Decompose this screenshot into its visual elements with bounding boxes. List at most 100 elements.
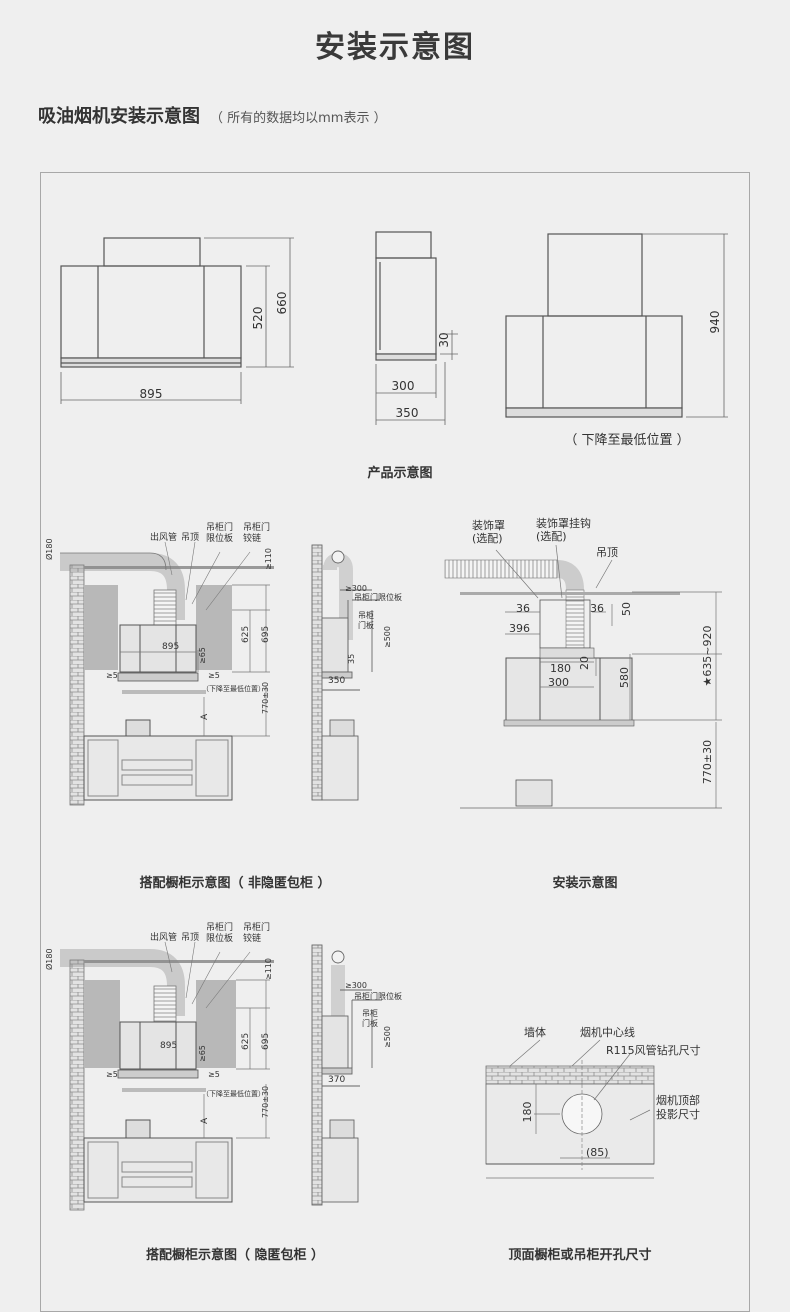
dim-30: 30 [437,332,451,347]
front-chimney [103,237,201,267]
open-side-ge300: ≥300 [345,584,367,593]
open-lowest: （下降至最低位置） [202,684,265,693]
open-h625: 625 [241,626,251,643]
hidden-h770: 770±30 [261,1086,270,1118]
product-front-dims [60,237,294,404]
product-lowest-view [505,233,683,418]
lowest-position-caption: （ 下降至最低位置 ） [564,433,689,448]
hidden-side-ge300: ≥300 [345,981,367,990]
open-d180: Ø180 [44,538,54,560]
product-front-view [60,237,242,368]
top-d85: (85) [586,1146,609,1159]
install-hook-label: 装饰罩挂钩(选配) [536,516,591,543]
install-h770: 770±30 [701,740,714,784]
dim-350: 350 [396,406,419,420]
pot [125,719,151,737]
open-door-hinge-label: 吊柜门铰链 [243,521,270,544]
install-d300: 300 [548,676,569,689]
hidden-side-door: 吊柜门板 [362,1008,378,1028]
open-side-35: 35 [347,654,356,664]
hidden-duct-label: 出风管 [150,931,177,943]
dim-520: 520 [251,307,265,330]
install-d36a: 36 [516,602,530,615]
top-r115-label: R115风管钻孔尺寸 [606,1043,701,1057]
product-side-view [375,231,437,361]
install-d50: 50 [620,602,633,616]
hidden-ge110: ≥110 [264,958,273,980]
top-projection-label: 烟机顶部投影尺寸 [656,1093,700,1121]
open-ge5a: ≥5 [106,671,118,680]
open-ge110: ≥110 [264,548,273,570]
install-caption: 安装示意图 [552,876,618,891]
hidden-d180: Ø180 [44,948,54,970]
cabinet-open-caption: 搭配橱柜示意图（ 非隐匿包柜 ） [139,876,331,891]
hidden-door-hinge-label: 吊柜门铰链 [243,921,270,944]
open-side-limit: 吊柜门限位板 [354,592,402,602]
open-h770: 770±30 [261,682,270,714]
hidden-side-limit: 吊柜门限位板 [354,991,402,1001]
cabinet-hidden-diagram [60,949,274,1211]
page-title: 安装示意图 [315,30,475,65]
open-side-door: 吊柜门板 [358,610,374,630]
base-cabinet [83,735,233,801]
ceiling-line [84,566,274,569]
hidden-ge5a: ≥5 [106,1070,118,1079]
hidden-ceiling-label: 吊顶 [181,932,199,943]
dim-300: 300 [392,379,415,393]
install-cover-label: 装饰罩(选配) [472,518,505,545]
install-pot [515,779,553,807]
left-cabinet [84,585,118,670]
top-d180: 180 [521,1102,534,1123]
install-ceiling-label: 吊顶 [596,546,618,559]
open-side-ge500: ≥500 [383,626,392,648]
dim-940: 940 [708,311,722,334]
section-heading-text: 吸油烟机安装示意图 [38,106,200,127]
product-lowest-dims [642,233,728,418]
open-side-350: 350 [328,676,345,686]
open-w895: 895 [162,642,179,652]
install-ceiling [460,592,680,595]
product-caption: 产品示意图 [367,466,433,481]
install-d580: 580 [618,667,631,688]
hidden-h695: 695 [261,1033,271,1050]
open-ceiling-label: 吊顶 [181,532,199,543]
dim-660: 660 [275,292,289,315]
top-center-label: 烟机中心线 [580,1025,635,1039]
open-ge65: ≥65 [198,647,207,664]
top-hole-diagram [485,1039,655,1179]
cabinet-hidden-caption: 搭配橱柜示意图（ 隐匿包柜 ） [145,1248,325,1263]
hidden-h625: 625 [241,1033,251,1050]
install-d20: 20 [578,656,591,670]
hidden-door-limit-label: 吊柜门限位板 [206,921,233,944]
open-ge5b: ≥5 [208,671,220,680]
cabinet-open-side [311,544,380,801]
front-body [60,265,242,359]
hidden-side-ge500: ≥500 [383,1026,392,1048]
product-side-dims [375,330,458,425]
cabinet-hidden-side [311,944,382,1206]
cabinet-open-diagram [60,552,274,806]
open-duct-label: 出风管 [150,531,177,543]
hidden-side-370: 370 [328,1075,345,1085]
top-wall [485,1065,655,1085]
hidden-ge65: ≥65 [198,1045,207,1062]
install-d36b: 36 [590,602,604,615]
units-note: （ 所有的数据均以mm表示 ） [210,111,387,126]
install-d396: 396 [509,622,530,635]
brick-wall [69,564,85,806]
top-hole-caption: 顶面橱柜或吊柜开孔尺寸 [508,1248,652,1263]
hidden-lowest: （下降至最低位置） [202,1089,265,1098]
top-wall-label: 墙体 [524,1025,546,1039]
install-d180: 180 [550,662,571,675]
dim-895: 895 [140,387,163,401]
install-range: ★635~920 [701,625,714,686]
open-h695: 695 [261,626,271,643]
hidden-ge5b: ≥5 [208,1070,220,1079]
section-heading: 吸油烟机安装示意图 （ 所有的数据均以mm表示 ） [38,102,387,128]
open-door-limit-label: 吊柜门限位板 [206,521,233,544]
hidden-a: A [200,1117,210,1124]
install-diagram [444,544,722,809]
hidden-w895: 895 [160,1041,177,1051]
open-a: A [200,713,210,720]
